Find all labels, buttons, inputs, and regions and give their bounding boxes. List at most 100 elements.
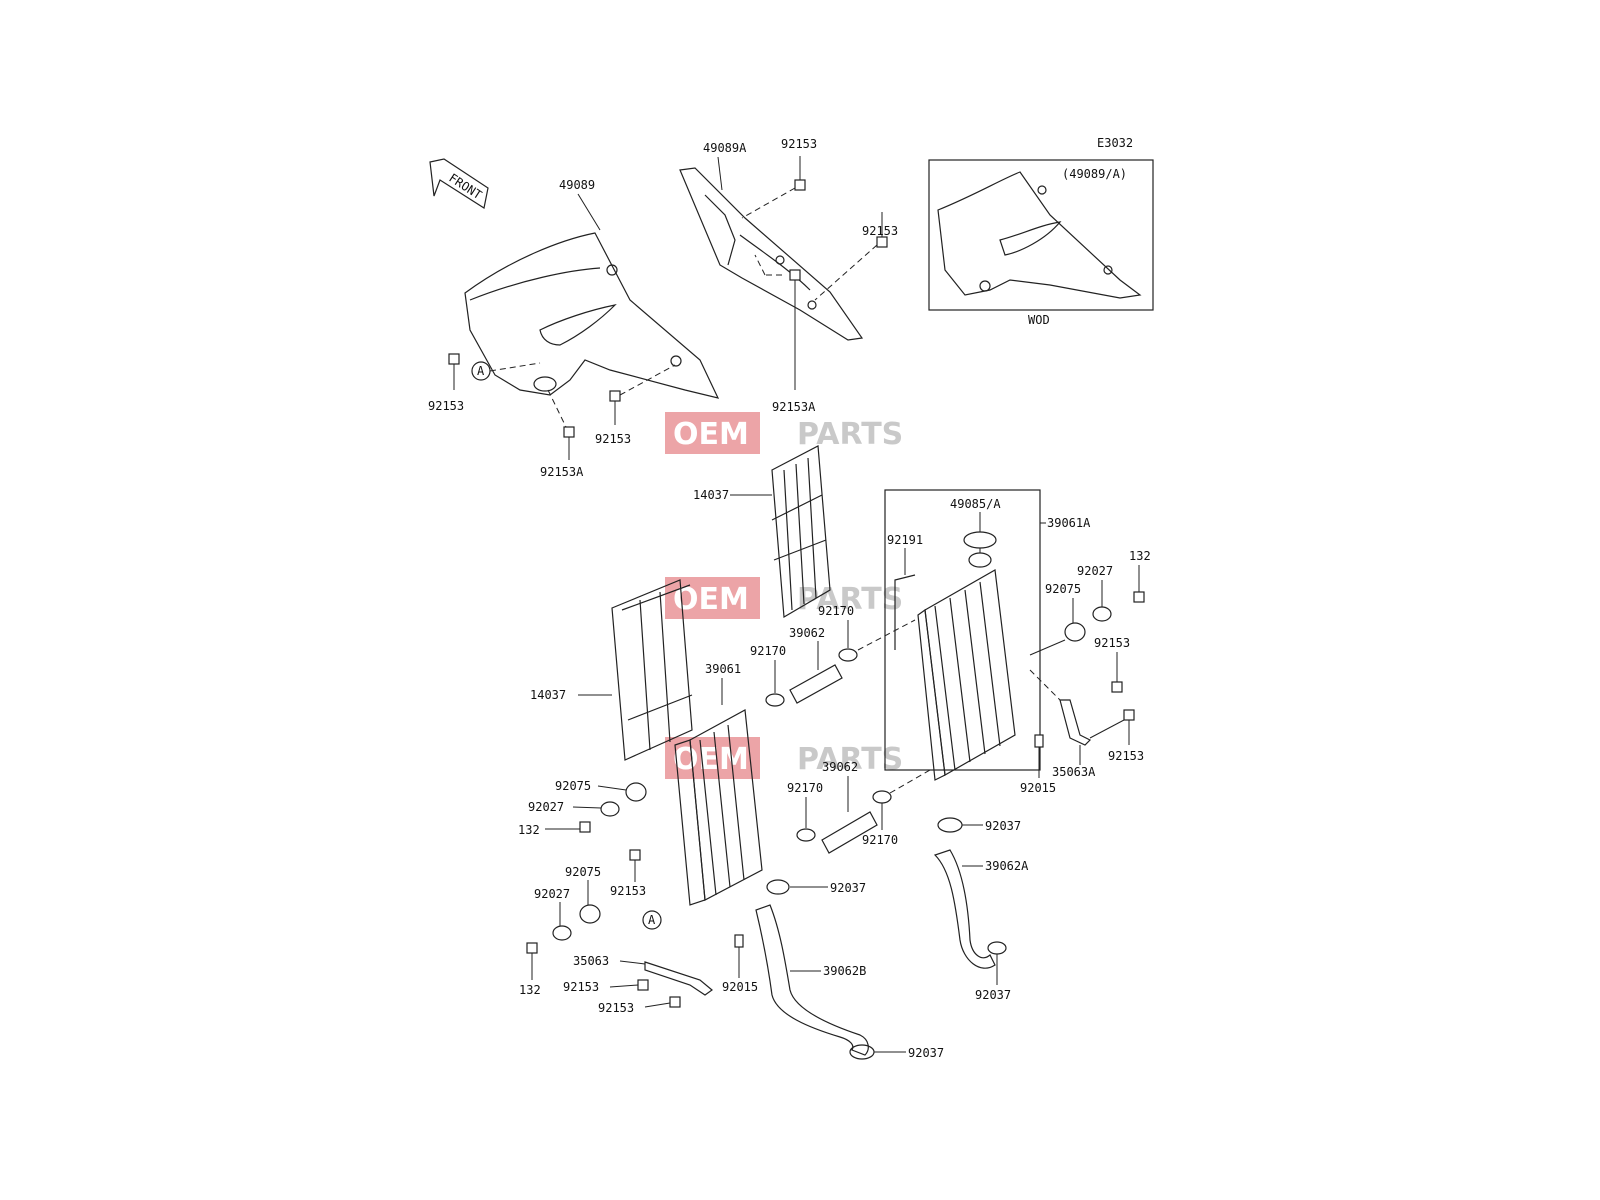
svg-text:OEM: OEM: [673, 417, 749, 452]
hose-clamp-icon: [838, 648, 858, 662]
inset-shroud: [937, 171, 1142, 299]
collar-icon: [600, 801, 620, 817]
label-92075-l1: 92075: [555, 779, 591, 793]
svg-text:PARTS: PARTS: [797, 417, 903, 452]
hose-clamp-icon: [849, 1044, 875, 1060]
collar-icon: [552, 925, 572, 941]
label-14037-lower: 14037: [530, 688, 566, 702]
label-92037-c: 92037: [830, 881, 866, 895]
label-92153-r2: 92153: [1108, 749, 1144, 763]
label-92015-left: 92015: [722, 980, 758, 994]
callout-a-letter: A: [477, 364, 485, 378]
label-92153-top: 92153: [781, 137, 817, 151]
label-92170-b: 92170: [750, 644, 786, 658]
label-92153A-left: 92153A: [540, 465, 584, 479]
callout-a-icon: [642, 910, 662, 930]
radiator-right: [917, 569, 1016, 781]
label-92170-a: 92170: [818, 604, 854, 618]
bolt-icon: [1133, 591, 1145, 603]
hose-clamp-icon: [987, 941, 1007, 955]
clip-icon: [1034, 734, 1044, 748]
collar-icon: [1092, 606, 1112, 622]
bolt-icon: [876, 212, 888, 248]
label-49089: 49089: [559, 178, 595, 192]
label-39061A: 39061A: [1047, 516, 1091, 530]
grommet-icon: [579, 904, 601, 924]
svg-text:OEM: OEM: [673, 582, 749, 617]
watermark-1: OEM PARTS: [665, 412, 903, 454]
label-92170-c: 92170: [787, 781, 823, 795]
overflow-tube: [894, 574, 916, 650]
radiator-shroud-left: [464, 232, 720, 399]
label-92170-d: 92170: [862, 833, 898, 847]
front-arrow-icon: FRONT: [429, 158, 489, 209]
hose-right-lower: [933, 849, 996, 969]
label-39062A: 39062A: [985, 859, 1029, 873]
hose-clamp-icon: [796, 828, 816, 842]
radiator-shroud-right: [679, 167, 864, 341]
bolt-icon: [794, 156, 806, 191]
label-35063: 35063: [573, 954, 609, 968]
label-35063A: 35063A: [1052, 765, 1096, 779]
label-92153-left: 92153: [428, 399, 464, 413]
bracket-right: [1059, 699, 1092, 746]
label-132-l2: 132: [519, 983, 541, 997]
radiator-grille-lower: [611, 579, 693, 761]
radiator-grille-upper: [771, 445, 831, 619]
bolt-icon: [669, 996, 681, 1008]
bolt-icon: [637, 979, 649, 991]
hose-clamp-icon: [872, 790, 892, 804]
label-92037-a: 92037: [985, 819, 1021, 833]
bolt-icon: [789, 269, 801, 390]
radiator-right-outline: [884, 489, 1041, 771]
label-92037-d: 92037: [908, 1046, 944, 1060]
hose-clamp-icon: [937, 817, 963, 833]
label-49085A: 49085/A: [950, 497, 1001, 511]
label-92153-b: 92153: [862, 224, 898, 238]
label-92153A-top: 92153A: [772, 400, 816, 414]
hose-clamp-icon: [765, 693, 785, 707]
label-39062B: 39062B: [823, 964, 866, 978]
clip-icon: [734, 934, 744, 948]
label-39061: 39061: [705, 662, 741, 676]
label-92075-right: 92075: [1045, 582, 1081, 596]
inset-caption: WOD: [1028, 313, 1050, 327]
inset-title: (49089/A): [1062, 167, 1127, 181]
hose-clamp-icon: [766, 879, 790, 895]
bolt-icon: [1123, 709, 1135, 721]
bolt-icon: [526, 942, 538, 954]
watermark-2: OEM PARTS: [665, 577, 903, 619]
diagram-code: E3032: [1097, 136, 1133, 150]
bolt-icon: [629, 849, 641, 861]
bracket-left: [644, 961, 713, 996]
label-92075-l2: 92075: [565, 865, 601, 879]
label-92153-r1: 92153: [1094, 636, 1130, 650]
label-92027-right: 92027: [1077, 564, 1113, 578]
bolt-icon: [609, 390, 621, 425]
inset-box: [928, 159, 1154, 311]
label-92153-l5: 92153: [598, 1001, 634, 1015]
label-132-l1: 132: [518, 823, 540, 837]
radiator-cap-icon: [963, 531, 997, 568]
label-49089A: 49089A: [703, 141, 747, 155]
bolt-icon: [1111, 681, 1123, 693]
label-92153-mid: 92153: [595, 432, 631, 446]
grommet-icon: [1064, 622, 1086, 642]
label-92027-l1: 92027: [528, 800, 564, 814]
label-39062-b: 39062: [822, 760, 858, 774]
bolt-icon: [563, 426, 575, 460]
hose-upper: [789, 664, 843, 704]
bolt-icon: [579, 821, 591, 833]
label-92015-right: 92015: [1020, 781, 1056, 795]
radiator-left: [674, 709, 763, 906]
hose-lower: [821, 811, 878, 854]
label-92037-b: 92037: [975, 988, 1011, 1002]
label-92153-l4: 92153: [563, 980, 599, 994]
label-92191: 92191: [887, 533, 923, 547]
label-92153-l3: 92153: [610, 884, 646, 898]
svg-text:OEM: OEM: [673, 742, 749, 777]
label-14037-upper: 14037: [693, 488, 729, 502]
bolt-icon: [448, 353, 460, 390]
label-39062-a: 39062: [789, 626, 825, 640]
